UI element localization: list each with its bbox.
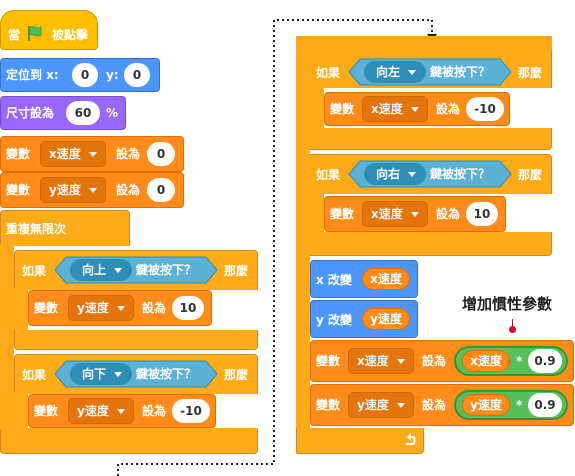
green-flag-icon bbox=[28, 26, 42, 41]
variable-dropdown[interactable]: y速度 bbox=[40, 177, 106, 203]
forever-bottom bbox=[296, 428, 424, 454]
dropdown-caret-icon bbox=[410, 212, 419, 217]
set-to-label: 設為 bbox=[436, 102, 461, 116]
set-label: 變數 bbox=[316, 398, 341, 412]
dropdown-caret-icon bbox=[116, 409, 125, 414]
size-unit: % bbox=[106, 106, 119, 120]
if-label: 如果 bbox=[316, 168, 341, 182]
annotation-dot bbox=[509, 326, 516, 333]
variable-reporter[interactable]: x速度 bbox=[462, 350, 510, 372]
multiply-symbol: * bbox=[516, 354, 523, 368]
set-to-label: 設為 bbox=[142, 301, 167, 315]
multiply-value-input[interactable]: 0.9 bbox=[528, 393, 562, 417]
set-to-label: 設為 bbox=[422, 398, 447, 412]
then-label: 那麼 bbox=[224, 368, 249, 382]
set-value-input[interactable]: 10 bbox=[466, 202, 498, 226]
size-input[interactable]: 60 bbox=[66, 101, 100, 125]
then-label: 那麼 bbox=[518, 66, 543, 80]
dropdown-caret-icon bbox=[396, 359, 405, 364]
loop-arrow-icon bbox=[406, 433, 416, 445]
variable-reporter[interactable]: x速度 bbox=[362, 268, 410, 290]
variable-dropdown[interactable]: x速度 bbox=[348, 348, 414, 374]
if-label: 如果 bbox=[22, 368, 47, 382]
dropdown-caret-icon bbox=[410, 107, 419, 112]
key-pressed-label: 鍵被按下？ bbox=[136, 263, 197, 277]
dropdown-caret-icon bbox=[408, 70, 417, 75]
dropdown-caret-icon bbox=[408, 172, 417, 177]
if-bottom bbox=[14, 428, 258, 430]
multiply-value-input[interactable]: 0.9 bbox=[528, 349, 562, 373]
then-label: 那麼 bbox=[224, 264, 249, 278]
key-dropdown[interactable]: 向下 bbox=[70, 363, 132, 385]
goto-x-input[interactable]: 0 bbox=[72, 63, 98, 87]
variable-dropdown[interactable]: x速度 bbox=[40, 141, 106, 167]
key-pressed-label: 鍵被按下？ bbox=[430, 65, 491, 79]
key-pressed-label: 鍵被按下？ bbox=[136, 367, 197, 381]
forever-top-continued bbox=[296, 36, 552, 48]
forever-bottom bbox=[0, 430, 258, 454]
variable-dropdown[interactable]: y速度 bbox=[348, 392, 414, 418]
goto-y-label: y: bbox=[106, 68, 119, 82]
variable-reporter[interactable]: y速度 bbox=[362, 308, 410, 330]
set-value-input[interactable]: 10 bbox=[172, 296, 204, 320]
dropdown-caret-icon bbox=[114, 268, 123, 273]
if-bottom bbox=[310, 232, 552, 256]
annotation-label: 增加慣性參數 bbox=[462, 295, 553, 313]
dropdown-caret-icon bbox=[396, 403, 405, 408]
variable-dropdown[interactable]: y速度 bbox=[68, 398, 134, 424]
if-label: 如果 bbox=[22, 264, 47, 278]
set-label: 變數 bbox=[6, 147, 31, 161]
set-value-input[interactable]: 0 bbox=[147, 142, 175, 166]
set-to-label: 設為 bbox=[436, 207, 461, 221]
set-size-block[interactable] bbox=[0, 96, 126, 130]
set-value-input[interactable]: 0 bbox=[147, 178, 175, 202]
set-label: 變數 bbox=[316, 354, 341, 368]
then-label: 那麼 bbox=[518, 168, 543, 182]
key-dropdown[interactable]: 向左 bbox=[364, 61, 426, 83]
key-pressed-label: 鍵被按下？ bbox=[430, 167, 491, 181]
if-bottom bbox=[14, 330, 258, 350]
set-to-label: 設為 bbox=[142, 404, 167, 418]
set-label: 變數 bbox=[6, 183, 31, 197]
goto-y-input[interactable]: 0 bbox=[124, 63, 150, 87]
dropdown-caret-icon bbox=[116, 306, 125, 311]
hat-label-2: 被點擊 bbox=[52, 28, 89, 42]
variable-reporter[interactable]: y速度 bbox=[462, 394, 510, 416]
when-flag-clicked-block[interactable] bbox=[0, 10, 98, 50]
dropdown-caret-icon bbox=[88, 152, 97, 157]
dropdown-caret-icon bbox=[114, 372, 123, 377]
change-x-label: x 改變 bbox=[316, 273, 352, 287]
multiply-symbol: * bbox=[516, 398, 523, 412]
set-label: 變數 bbox=[34, 301, 59, 315]
goto-label: 定位到 x: bbox=[6, 68, 59, 82]
dropdown-caret-icon bbox=[88, 188, 97, 193]
if-bottom bbox=[310, 128, 552, 150]
set-value-input[interactable]: -10 bbox=[172, 399, 210, 423]
set-label: 變數 bbox=[330, 102, 355, 116]
size-label: 尺寸設為 bbox=[6, 106, 55, 120]
key-dropdown[interactable]: 向右 bbox=[364, 163, 426, 185]
hat-label: 當 bbox=[8, 28, 21, 42]
set-to-label: 設為 bbox=[422, 354, 447, 368]
key-dropdown[interactable]: 向上 bbox=[70, 259, 132, 281]
set-value-input[interactable]: -10 bbox=[466, 97, 504, 121]
set-to-label: 設為 bbox=[116, 183, 141, 197]
variable-dropdown[interactable]: x速度 bbox=[362, 96, 428, 122]
annotation-dot bbox=[512, 319, 513, 327]
forever-block[interactable] bbox=[0, 210, 130, 246]
variable-dropdown[interactable]: y速度 bbox=[68, 295, 134, 321]
forever-label: 重複無限次 bbox=[6, 222, 67, 236]
variable-dropdown[interactable]: x速度 bbox=[362, 201, 428, 227]
set-label: 變數 bbox=[330, 207, 355, 221]
change-y-label: y 改變 bbox=[316, 313, 353, 327]
set-label: 變數 bbox=[34, 404, 59, 418]
if-label: 如果 bbox=[316, 66, 341, 80]
set-to-label: 設為 bbox=[116, 147, 141, 161]
forever-arm bbox=[0, 244, 14, 452]
forever-arm-continued bbox=[296, 36, 310, 454]
